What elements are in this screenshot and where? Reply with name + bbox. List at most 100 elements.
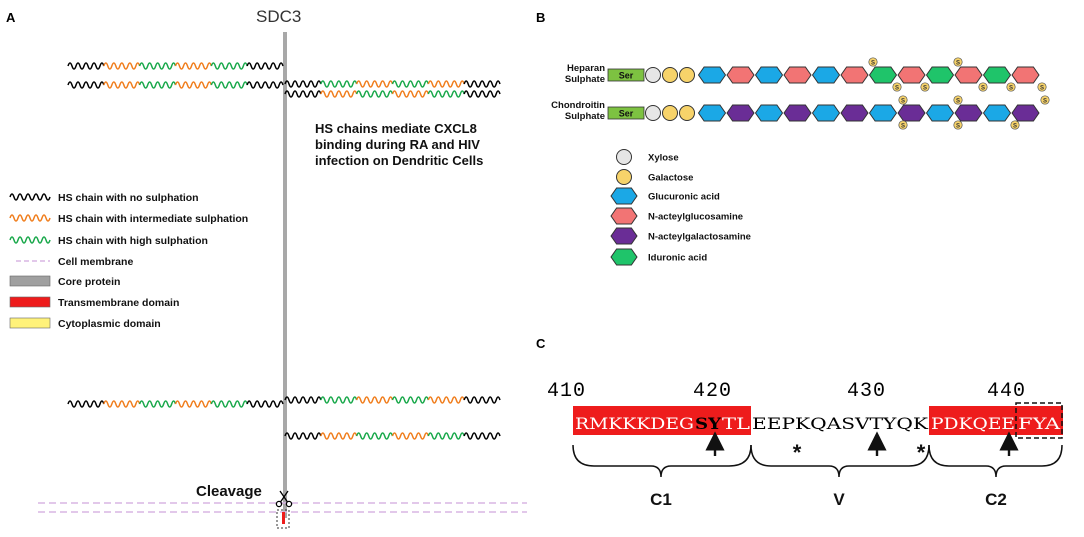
sulfate-label: S: [1009, 85, 1013, 91]
brace-c1: [572, 444, 752, 478]
legend-a-label: Transmembrane domain: [58, 297, 179, 309]
annotation-line-2: binding during RA and HIV: [315, 137, 480, 152]
legend-a-item: Transmembrane domain: [9, 296, 179, 309]
sulfate-label: S: [956, 123, 960, 129]
legend-a-swatch-wave: [9, 214, 51, 222]
cleavage-site-box: [276, 509, 290, 529]
iduronic-acid-unit: [925, 66, 955, 84]
galactose-unit: [679, 67, 695, 83]
hs-chain: [284, 80, 501, 88]
position-410: 410: [547, 380, 586, 403]
xylose-unit: [645, 67, 661, 83]
sequence-segment-1: RMKKKDEG: [575, 414, 694, 433]
n-acetylglucosamine-unit: [840, 66, 869, 84]
unsulphated-segment: [67, 81, 105, 89]
legend-a-swatch-box: [9, 296, 51, 308]
sulfate-label: S: [923, 85, 927, 91]
sequence-segment-4: EEPKQASVTYQK: [752, 414, 929, 433]
high-sulphated-segment: [427, 90, 465, 98]
legend-b-item: Glucuronic acid: [610, 187, 720, 205]
hs-chain: [284, 90, 501, 98]
sulfate-icon: S: [1040, 95, 1050, 105]
legend-a-label: Cell membrane: [58, 256, 133, 268]
unsulphated-segment: [284, 90, 322, 98]
n-acetylglucosamine-unit: [726, 66, 755, 84]
glucuronic-acid-unit: [697, 66, 727, 84]
panel-c-letter: C: [536, 336, 546, 351]
serine-box: [607, 106, 645, 120]
sulfate-label: S: [956, 98, 960, 104]
annotation-line-3: infection on Dendritic Cells: [315, 153, 483, 168]
legend-a-item: HS chain with high sulphation: [9, 235, 208, 247]
glucuronic-acid-unit: [925, 104, 955, 122]
unsulphated-segment: [463, 432, 501, 440]
star-marker-1: *: [793, 440, 802, 465]
n-acetylglucosamine-unit: [954, 66, 983, 84]
intermediate-sulphated-segment: [391, 90, 430, 98]
intermediate-sulphated-segment: [320, 90, 358, 98]
intermediate-sulphated-segment: [355, 396, 394, 404]
high-sulphated-segment: [138, 62, 177, 70]
legend-a-swatch-wave: [9, 236, 51, 244]
high-sulphated-segment: [210, 62, 248, 70]
panel-a-title: SDC3: [256, 7, 301, 26]
high-sulphated-segment: [355, 432, 394, 440]
legend-b-item: N-acteylglucosamine: [610, 207, 743, 225]
transmembrane-fragment: [282, 512, 285, 524]
sulfate-icon: S: [868, 57, 878, 67]
galactose-unit: [662, 105, 678, 121]
unsulphated-segment: [284, 432, 322, 440]
intermediate-sulphated-segment: [174, 81, 213, 89]
intermediate-sulphated-segment: [174, 62, 213, 70]
unsulphated-segment: [284, 80, 322, 88]
unsulphated-segment: [463, 90, 501, 98]
legend-b-swatch-hex: [610, 227, 638, 245]
unsulphated-segment: [67, 62, 105, 70]
legend-a-item: HS chain with intermediate sulphation: [9, 213, 248, 225]
n-acetylgalactosamine-unit: [897, 104, 926, 122]
chondroitin-label-line-2: Sulphate: [565, 111, 605, 122]
high-sulphated-segment: [210, 400, 248, 408]
serine-box: [607, 68, 645, 82]
brace-v: [750, 444, 930, 478]
intermediate-sulphated-segment: [427, 80, 465, 88]
intermediate-sulphated-segment: [103, 400, 141, 408]
unsulphated-segment: [246, 81, 284, 89]
sulfate-icon: S: [953, 120, 963, 130]
glucuronic-acid-unit: [697, 104, 727, 122]
sulfate-label: S: [871, 60, 875, 66]
intermediate-sulphated-segment: [320, 432, 358, 440]
region-label-c2: C2: [985, 490, 1007, 509]
sequence-segment-2: SY: [695, 414, 721, 433]
legend-b-swatch-circle: [616, 149, 632, 165]
legend-b-item: Xylose: [616, 149, 679, 165]
panel-a-letter: A: [6, 10, 16, 25]
high-sulphated-segment: [210, 81, 248, 89]
heparan-label-line-2: Sulphate: [565, 74, 605, 85]
region-label-c1: C1: [650, 490, 672, 509]
legend-b-label: N-acteylglucosamine: [648, 212, 743, 223]
legend-b-label: Xylose: [648, 153, 679, 164]
position-420: 420: [693, 380, 732, 403]
glucuronic-acid-unit: [982, 104, 1012, 122]
serine-label: Ser: [619, 71, 634, 81]
glucuronic-acid-unit: [868, 104, 898, 122]
panel-a: A SDC3 HS chains mediate CXCL8 binding d…: [6, 7, 527, 529]
panel-b: B Heparan Sulphate Chondroitin Sulphate …: [536, 10, 1050, 266]
legend-a-swatch-wave: [9, 193, 51, 201]
iduronic-acid-unit: [868, 66, 898, 84]
glucuronic-acid-unit: [754, 66, 784, 84]
hs-chain: [67, 62, 284, 70]
high-sulphated-segment: [138, 81, 177, 89]
serine-label: Ser: [619, 109, 634, 119]
sulfate-icon: S: [953, 95, 963, 105]
intermediate-sulphated-segment: [355, 80, 394, 88]
sequence-segment-3: TL: [722, 414, 750, 433]
sulfate-label: S: [901, 98, 905, 104]
cleavage-label: Cleavage: [196, 483, 262, 500]
panel-a-annotation: HS chains mediate CXCL8 binding during R…: [315, 121, 483, 168]
sulfate-icon: S: [898, 95, 908, 105]
